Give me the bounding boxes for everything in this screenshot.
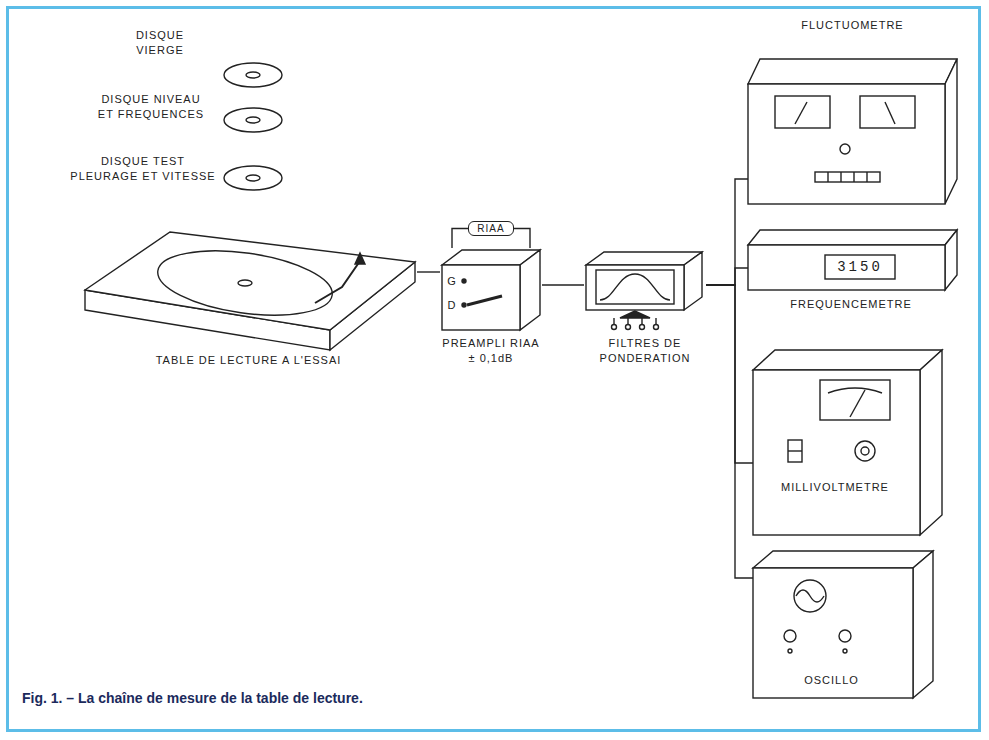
signal-wire [514, 229, 530, 249]
device-label: D [446, 298, 458, 313]
flutter-meter: FLUCTUOMETRE [745, 14, 960, 209]
device-label: TABLE DE LECTURE A L'ESSAI [80, 353, 417, 368]
device-label: FILTRES DE PONDERATION [584, 336, 706, 366]
device-label: OSCILLO [750, 673, 913, 688]
device-label: DISQUE VIERGE [115, 28, 205, 58]
device-label: DISQUE NIVEAU ET FREQUENCES [95, 92, 207, 122]
device-label: PREAMPLI RIAA ± 0,1dB [440, 336, 542, 366]
millivoltmeter: MILLIVOLTMETRE [750, 345, 950, 540]
signal-wire [417, 272, 440, 273]
millivoltmeter-drawing [750, 345, 950, 540]
wire-line [417, 271, 440, 272]
blank-disc: DISQUE VIERGE [95, 20, 285, 90]
display-readout: 3150 [825, 258, 895, 276]
signal-wire [452, 229, 468, 249]
wire-line [706, 268, 752, 285]
device-label: FLUCTUOMETRE [745, 18, 960, 33]
turntable-drawing [80, 225, 417, 375]
riaa-resistor: RIAA [468, 221, 513, 236]
weighting-filter: FILTRES DE PONDERATION [584, 248, 706, 363]
device-label: DISQUE TEST PLEURAGE ET VITESSE [68, 154, 218, 184]
wire-line [706, 179, 752, 285]
turntable: TABLE DE LECTURE A L'ESSAI [80, 225, 417, 375]
wire-line [452, 229, 468, 249]
flutter-meter-drawing [745, 14, 960, 209]
device-label: MILLIVOLTMETRE [750, 480, 920, 495]
frequency-counter: 3150FREQUENCEMETRE [745, 225, 960, 320]
preamplifier: GD PREAMPLI RIAA ± 0,1dB [440, 248, 542, 368]
signal-wire [542, 285, 584, 286]
figure-caption: Fig. 1. – La chaîne de mesure de la tabl… [22, 690, 363, 706]
signal-wire [706, 285, 760, 466]
level-frequency-disc: DISQUE NIVEAU ET FREQUENCES [95, 92, 285, 147]
oscilloscope: OSCILLO [750, 548, 950, 708]
device-label: G [446, 274, 458, 289]
wire-line [514, 229, 530, 249]
wire-line [706, 285, 757, 578]
blank-disc-drawing [95, 20, 285, 90]
wow-speed-test-disc: DISQUE TEST PLEURAGE ET VITESSE [68, 150, 285, 202]
resistor-label: RIAA [477, 222, 504, 235]
wire-line [542, 284, 584, 285]
device-label: FREQUENCEMETRE [745, 297, 957, 312]
signal-wire [706, 285, 760, 581]
wire-line [706, 285, 757, 463]
